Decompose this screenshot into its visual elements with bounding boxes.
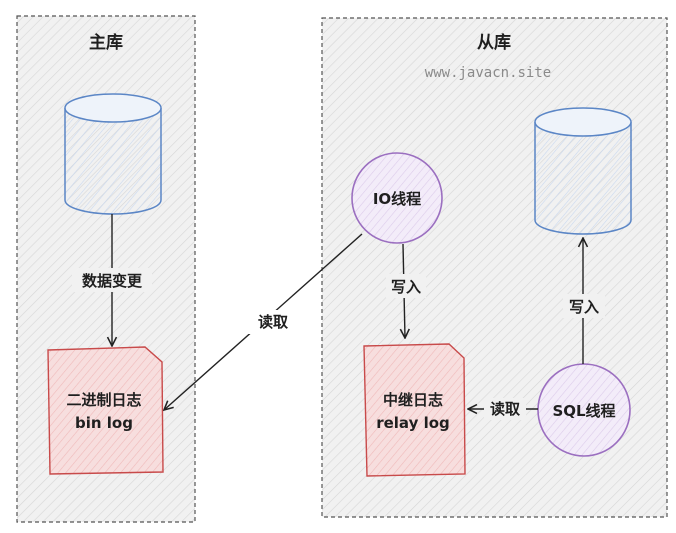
binlog-subtitle: bin log xyxy=(75,414,133,432)
cross-read-label: 读取 xyxy=(258,313,289,331)
master-title: 主库 xyxy=(89,32,123,53)
slave-database-icon xyxy=(534,107,632,235)
sql-thread-label: SQL线程 xyxy=(552,402,615,420)
data-change-label: 数据变更 xyxy=(82,272,143,290)
io-write-label: 写入 xyxy=(391,278,421,296)
sql-write-label: 写入 xyxy=(569,298,599,316)
sql-read-label: 读取 xyxy=(490,400,521,418)
watermark-text: www.javacn.site xyxy=(425,65,551,81)
relaylog-title: 中继日志 xyxy=(383,391,443,409)
relaylog-box: 中继日志 relay log xyxy=(363,343,466,477)
binlog-title: 二进制日志 xyxy=(66,391,141,409)
master-database-icon xyxy=(64,93,162,215)
slave-title: 从库 xyxy=(477,32,511,53)
sql-write-label-bg xyxy=(563,294,605,318)
binlog-box: 二进制日志 bin log xyxy=(47,346,164,475)
sql-read-label-bg xyxy=(484,398,526,420)
sql-thread-node: SQL线程 xyxy=(537,363,631,457)
io-thread-node: IO线程 xyxy=(351,152,443,244)
io-write-label-bg xyxy=(386,274,426,298)
cross-read-label-bg xyxy=(248,310,298,334)
io-thread-label: IO线程 xyxy=(373,190,421,208)
relaylog-subtitle: relay log xyxy=(376,414,450,432)
data-change-label-bg xyxy=(72,268,152,292)
